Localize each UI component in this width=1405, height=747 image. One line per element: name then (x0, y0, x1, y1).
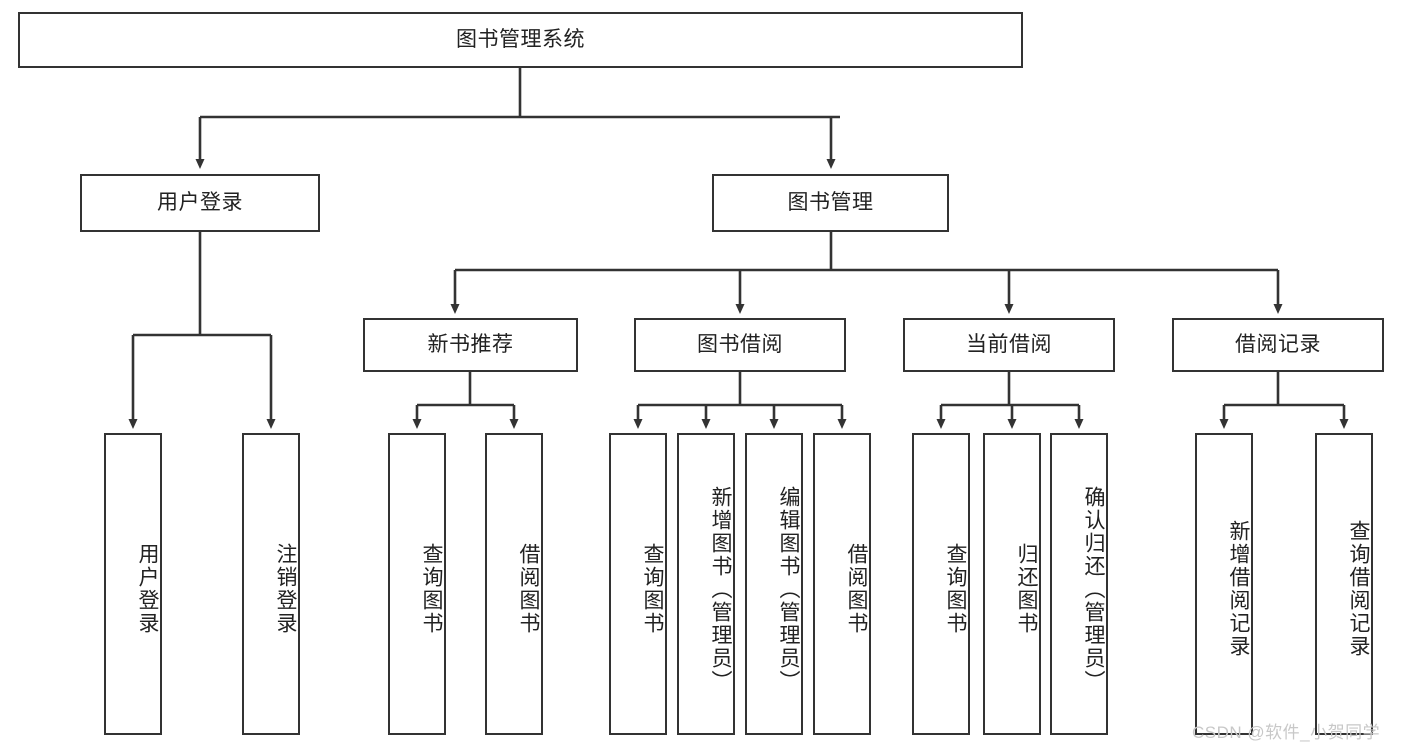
node-new-book-rec[interactable]: 新书推荐 (363, 318, 578, 372)
node-borrow-record-label: 借阅记录 (1235, 332, 1321, 356)
node-current-borrow[interactable]: 当前借阅 (903, 318, 1115, 372)
node-current-borrow-label: 当前借阅 (966, 332, 1052, 356)
node-leaf-confirm-return-label: 确认归还（管理员） (1082, 485, 1105, 693)
node-leaf-confirm-return[interactable]: 确认归还（管理员） (1050, 433, 1108, 735)
node-leaf-borrow-book-1[interactable]: 借阅图书 (485, 433, 543, 735)
node-book-manage[interactable]: 图书管理 (712, 174, 949, 232)
node-leaf-query-book-3-label: 查询图书 (944, 543, 967, 635)
node-leaf-query-book-2[interactable]: 查询图书 (609, 433, 667, 735)
node-leaf-query-record-label: 查询借阅记录 (1347, 520, 1370, 658)
node-leaf-add-record-label: 新增借阅记录 (1227, 520, 1250, 658)
node-leaf-edit-book[interactable]: 编辑图书（管理员） (745, 433, 803, 735)
node-leaf-query-book-3[interactable]: 查询图书 (912, 433, 970, 735)
node-leaf-add-book[interactable]: 新增图书（管理员） (677, 433, 735, 735)
node-leaf-add-book-label: 新增图书（管理员） (709, 485, 732, 693)
node-book-borrow-label: 图书借阅 (697, 332, 783, 356)
node-leaf-query-book-2-label: 查询图书 (641, 543, 664, 635)
node-leaf-query-record[interactable]: 查询借阅记录 (1315, 433, 1373, 735)
node-leaf-add-record[interactable]: 新增借阅记录 (1195, 433, 1253, 735)
node-leaf-user-login-label: 用户登录 (136, 543, 159, 635)
node-leaf-user-login[interactable]: 用户登录 (104, 433, 162, 735)
node-leaf-query-book-1[interactable]: 查询图书 (388, 433, 446, 735)
node-book-manage-label: 图书管理 (787, 190, 874, 214)
node-root[interactable]: 图书管理系统 (18, 12, 1023, 68)
csdn-watermark: CSDN @软件_小贺同学 (1192, 723, 1381, 742)
node-leaf-query-book-1-label: 查询图书 (420, 543, 443, 635)
node-new-book-rec-label: 新书推荐 (427, 332, 514, 356)
node-leaf-logout[interactable]: 注销登录 (242, 433, 300, 735)
node-leaf-return-book-label: 归还图书 (1015, 543, 1038, 635)
node-leaf-borrow-book-2[interactable]: 借阅图书 (813, 433, 871, 735)
node-borrow-record[interactable]: 借阅记录 (1172, 318, 1384, 372)
node-leaf-return-book[interactable]: 归还图书 (983, 433, 1041, 735)
node-leaf-borrow-book-1-label: 借阅图书 (517, 543, 540, 635)
node-user-login-label: 用户登录 (157, 190, 243, 214)
node-root-label: 图书管理系统 (456, 27, 585, 51)
node-user-login[interactable]: 用户登录 (80, 174, 320, 232)
node-leaf-edit-book-label: 编辑图书（管理员） (777, 485, 800, 693)
node-book-borrow[interactable]: 图书借阅 (634, 318, 846, 372)
node-leaf-borrow-book-2-label: 借阅图书 (845, 543, 868, 635)
node-leaf-logout-label: 注销登录 (274, 543, 297, 635)
